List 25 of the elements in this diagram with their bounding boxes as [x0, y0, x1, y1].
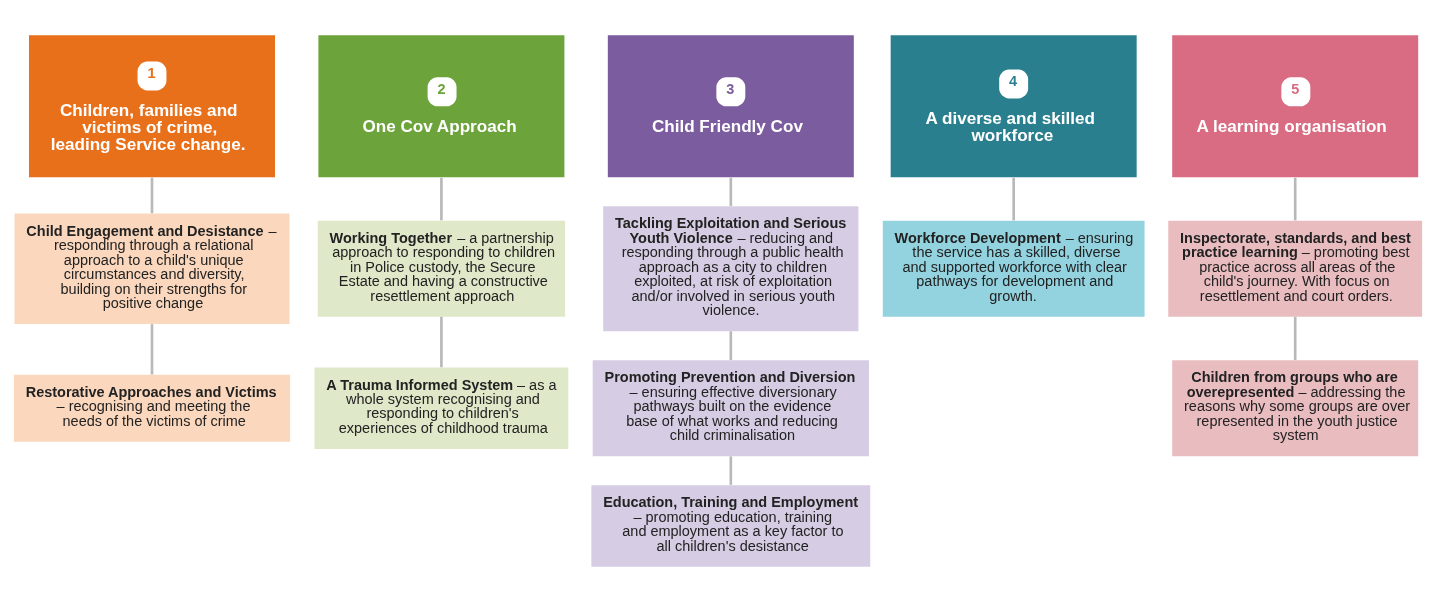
connector [440, 177, 443, 220]
node-box: 5 A learning organisation [1172, 34, 1419, 177]
connector [729, 177, 733, 206]
node-box: Education, Training and Employment – promoting education, training and employment as a key factor to all children's desistance [591, 484, 871, 567]
node-box: Promoting Prevention and Diversion – ensuring effective diversionary pathways built on the evidence base of what works and reducing child criminalisation [592, 359, 869, 456]
connector [1293, 316, 1297, 360]
node-box: Inspectorate, standards, and best practice learning – promoting best practice across all areas of the child's journey. With focus on resettlement and court orders. [1168, 220, 1423, 317]
connector [1012, 177, 1015, 220]
connector [150, 177, 154, 213]
node-box: 3 Child Friendly Cov [607, 34, 854, 177]
node-box: 4 A diverse and skilled workforce [890, 34, 1137, 177]
node-box: Workforce Development – ensuring the service has a skilled, diverse and supported workforce with clear pathways for development and growth. [882, 220, 1145, 317]
node-box: Children from groups who are overepresented – addressing the reasons why some groups are over represented in the youth justice system [1172, 359, 1419, 456]
connector [150, 323, 154, 374]
node-box: Child Engagement and Desistance – responding through a relational approach to a child's unique circumstances and diversity, building on their strengths for positive change [14, 213, 290, 324]
node-box: A Trauma Informed System – as a whole system recognising and responding to children's experiences of childhood trauma [314, 366, 569, 449]
node-box: Restorative Approaches and Victims – recognising and meeting the needs of the victims of crime [13, 374, 291, 442]
connector [440, 316, 443, 367]
connector [729, 455, 733, 485]
connector [1293, 177, 1297, 220]
node-box: Tackling Exploitation and Serious Youth Violence – reducing and responding through a public health approach as a city to children exploited, at risk of exploitation and/or involved in serious youth violence. [603, 205, 859, 331]
node-box: 2 One Cov Approach [318, 34, 565, 177]
node-box: Working Together – a partnership approach to responding to children in Police custody, the Secure Estate and having a constructive resettlement approach [317, 220, 566, 317]
node-box: 1 Children, families and victims of crime, leading Service change. [29, 34, 275, 177]
connector [729, 330, 733, 360]
